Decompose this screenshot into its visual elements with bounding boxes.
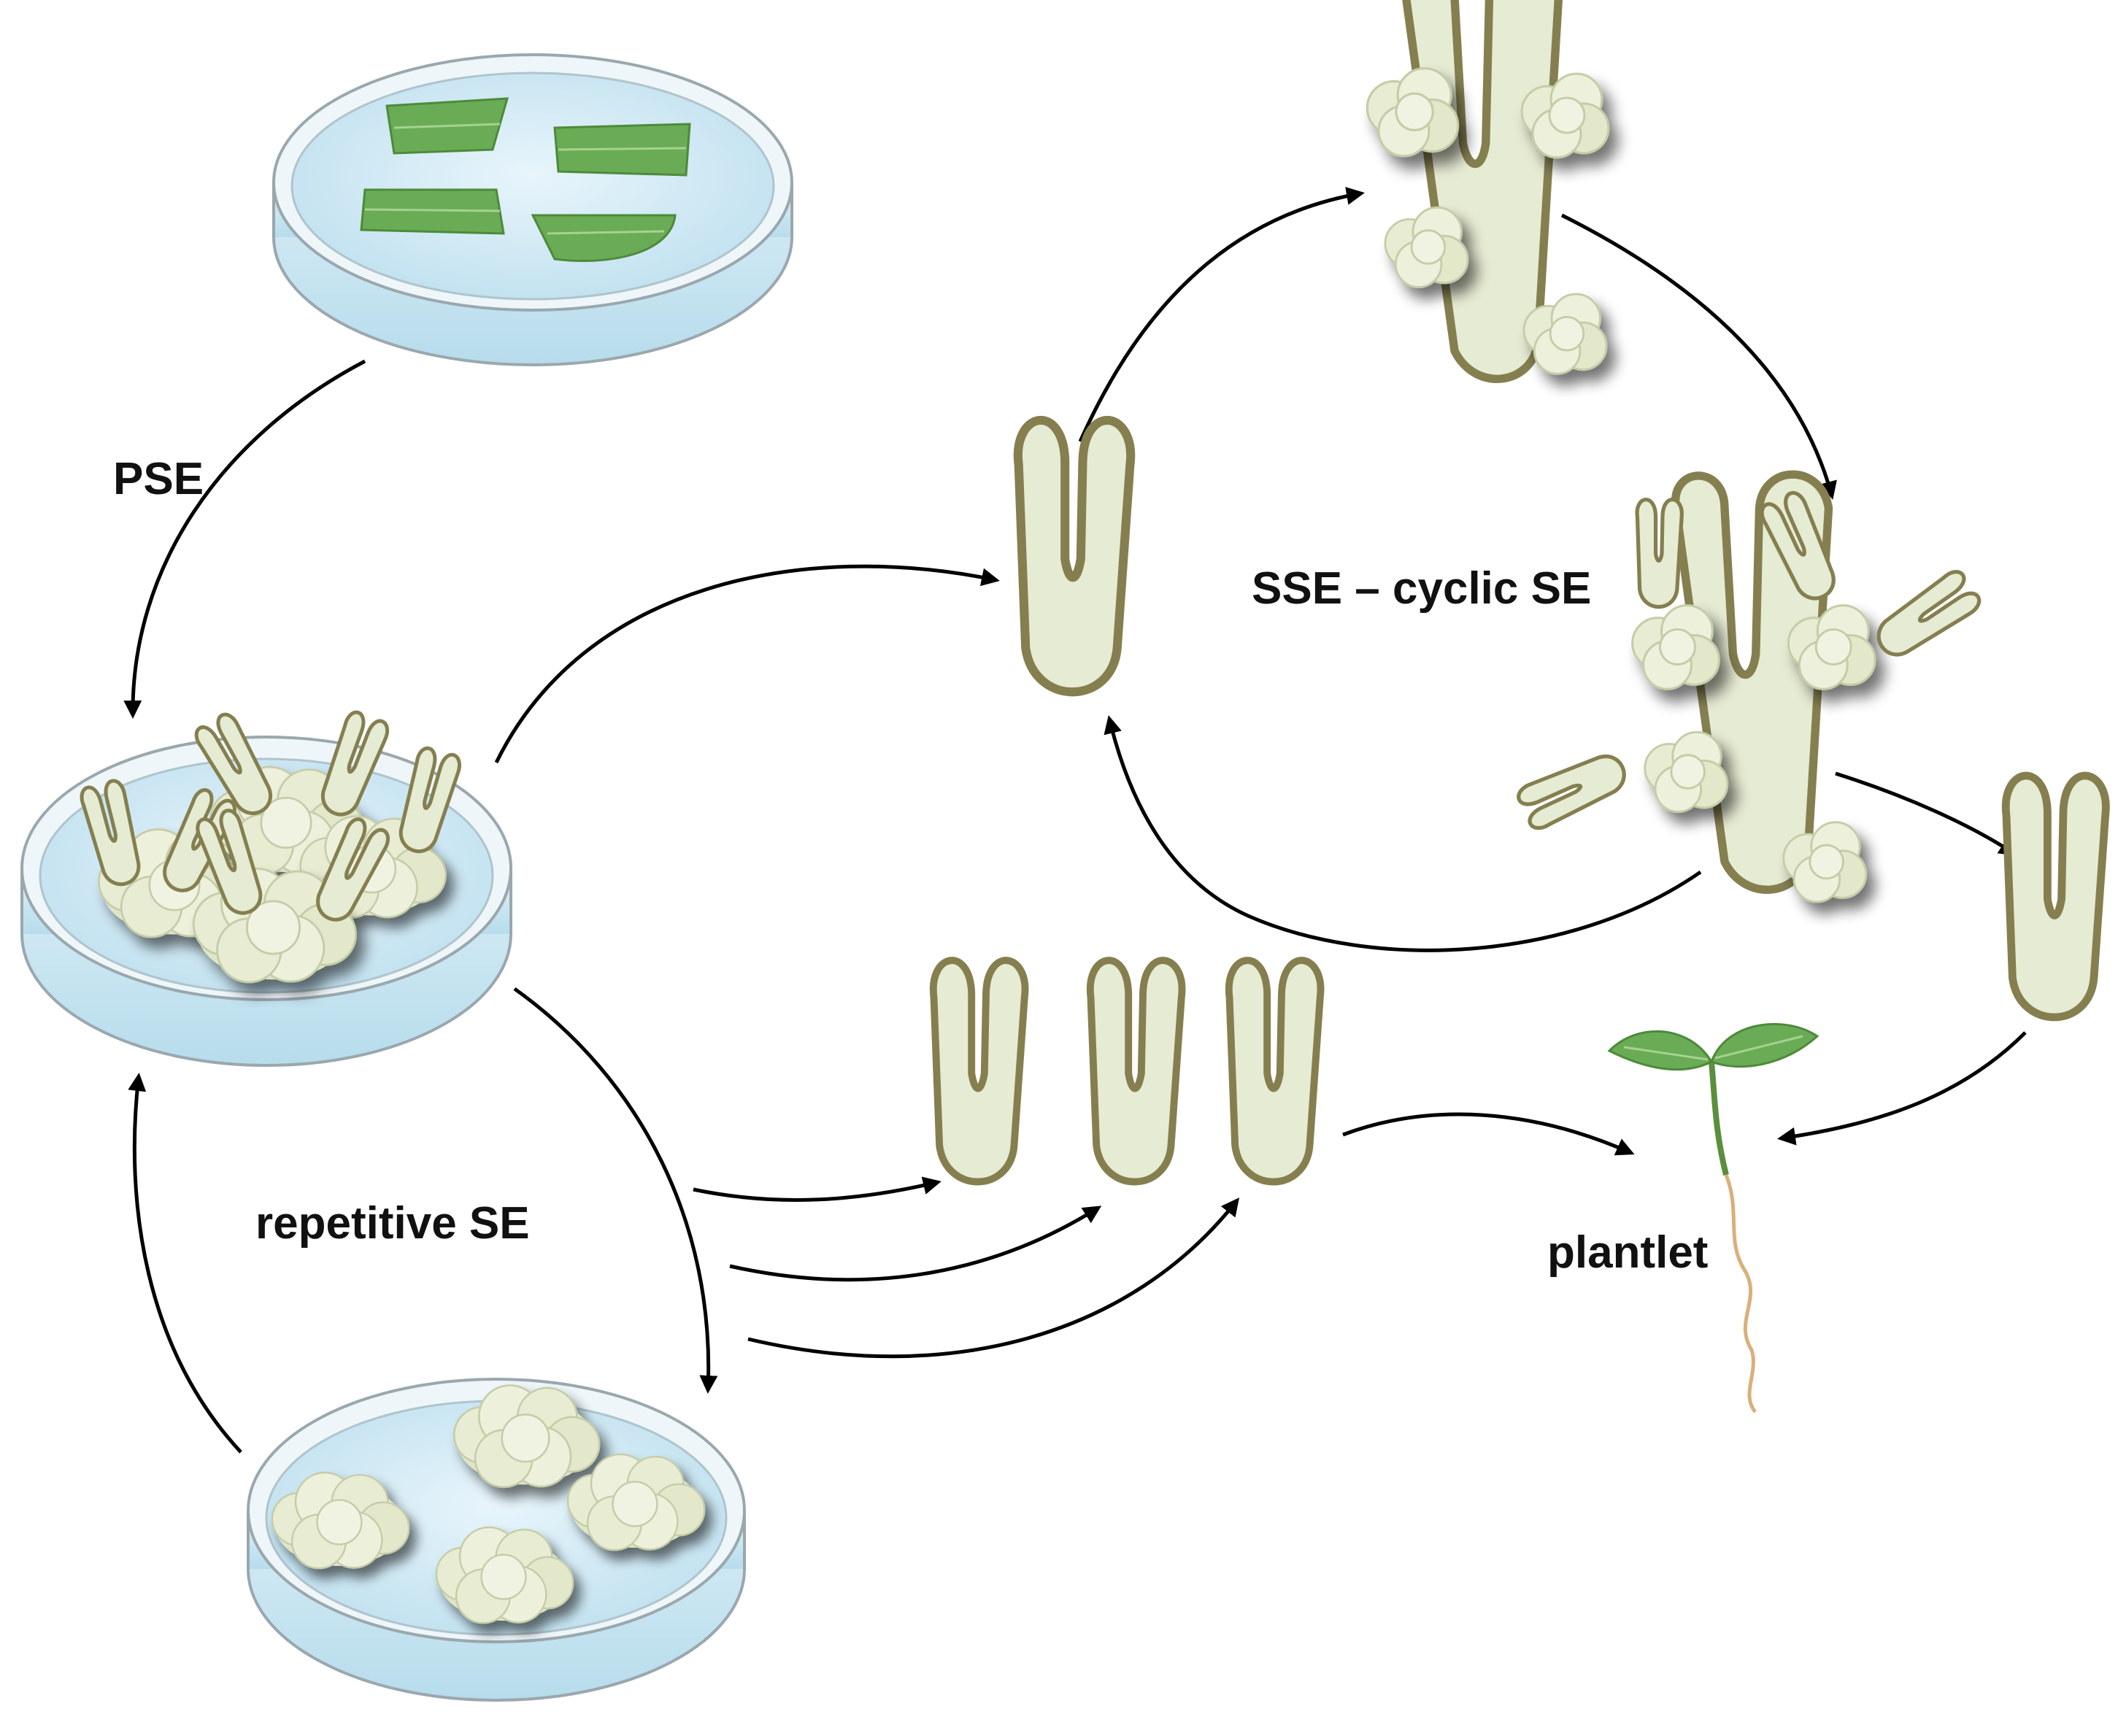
arrows — [123, 187, 2027, 1454]
label-pse: PSE — [113, 454, 204, 504]
arrow-to-embryo-right — [1835, 771, 2018, 856]
label-sse-cyclic: SSE – cyclic SE — [1252, 563, 1591, 614]
arrow-cycle-up — [1078, 187, 1365, 443]
somatic-embryo-icon — [1018, 420, 1131, 692]
somatic-embryo-icon — [1090, 960, 1182, 1181]
arrow-cycle-down — [1560, 213, 1837, 500]
somatic-embryo-icon — [933, 960, 1025, 1181]
arrow-to-embryo-cycle — [494, 564, 1000, 764]
label-repetitive-se: repetitive SE — [255, 1198, 530, 1249]
petri-dish-callus-with-embryos-icon — [20, 710, 512, 1067]
leaf-explant — [385, 97, 509, 155]
arrow-cycle-back — [1104, 715, 1702, 952]
leaf-explant — [531, 214, 677, 262]
petri-dish-leaf-explants-icon — [272, 53, 793, 366]
plantlet-seedling-icon — [1607, 1022, 1819, 1413]
arrow-pse — [123, 359, 366, 719]
arrow-to-embryo-2 — [729, 1205, 1102, 1282]
arrow-embryo-to-plantlet — [1777, 1031, 2027, 1146]
leaf-explant — [360, 188, 505, 235]
somatic-embryo-icon — [2006, 776, 2106, 1017]
arrow-to-plantlet — [1342, 1112, 1635, 1156]
leaf-explant — [553, 123, 691, 177]
arrow-to-embryo-3 — [747, 1197, 1240, 1359]
arrow-to-embryo-1 — [693, 1176, 941, 1202]
petri-dish-callus-icon — [247, 1378, 746, 1702]
arrow-repetitive-down — [513, 987, 718, 1394]
label-plantlet: plantlet — [1547, 1227, 1708, 1278]
embryo-with-callus-icon — [1367, 0, 1609, 379]
embryo-with-secondary-embryos-icon — [1515, 474, 1983, 902]
arrow-repetitive-up — [128, 1073, 242, 1454]
somatic-embryo-icon — [1229, 960, 1321, 1181]
